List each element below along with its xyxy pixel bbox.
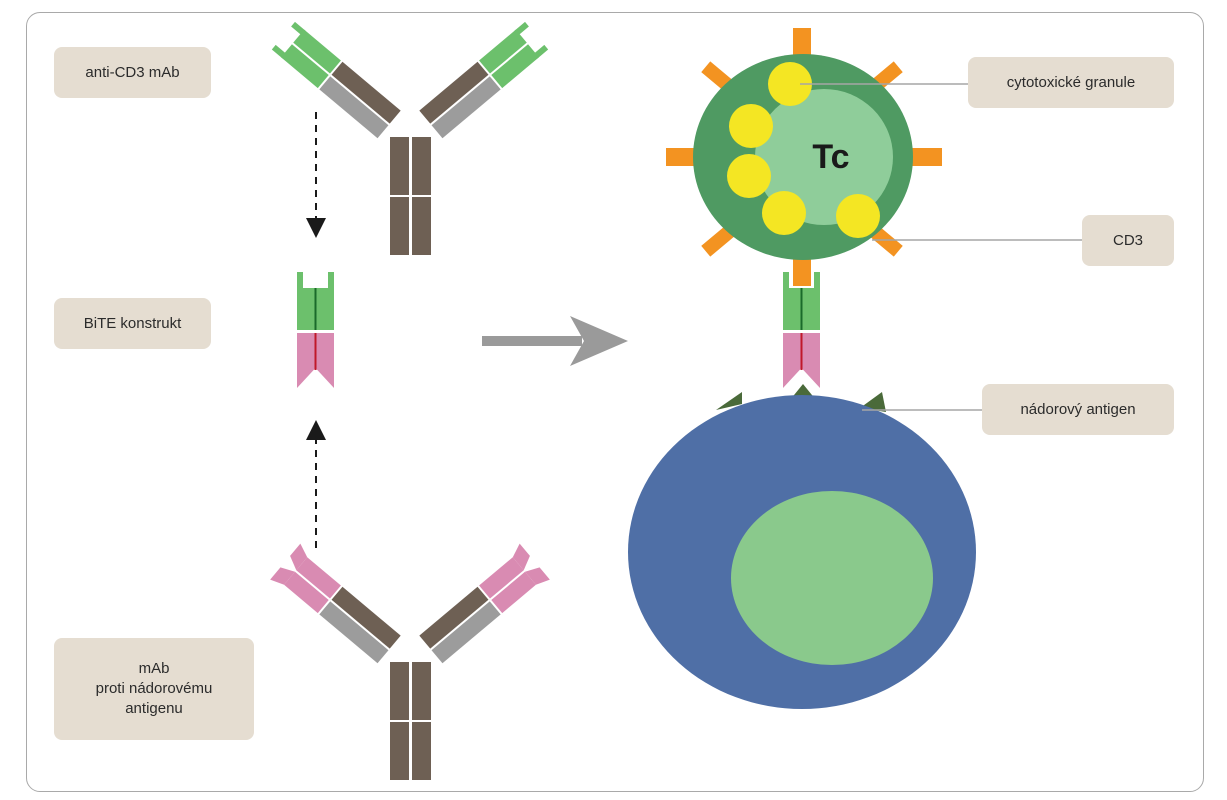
label-anti-cd3-mab: anti-CD3 mAb <box>54 47 211 98</box>
t-cell: Tc <box>666 28 942 286</box>
anti-cd3-antibody <box>271 21 549 255</box>
label-tumor-antigen: nádorový antigen <box>982 384 1174 435</box>
tumor-cell <box>628 384 976 709</box>
t-cell-label: Tc <box>812 138 849 176</box>
label-cytotoxic-granules: cytotoxické granule <box>968 57 1174 108</box>
bite-construct <box>297 272 334 388</box>
label-bite-construct: BiTE konstrukt <box>54 298 211 349</box>
tumor-antigen-antibody <box>270 543 550 780</box>
label-cd3: CD3 <box>1082 215 1174 266</box>
process-arrow <box>482 316 628 366</box>
cytotoxic-granules <box>727 62 880 238</box>
bite-bound <box>783 272 820 388</box>
leader-lines <box>800 83 1082 411</box>
label-tumor-antigen-mab: mAb proti nádorovému antigenu <box>54 638 254 740</box>
